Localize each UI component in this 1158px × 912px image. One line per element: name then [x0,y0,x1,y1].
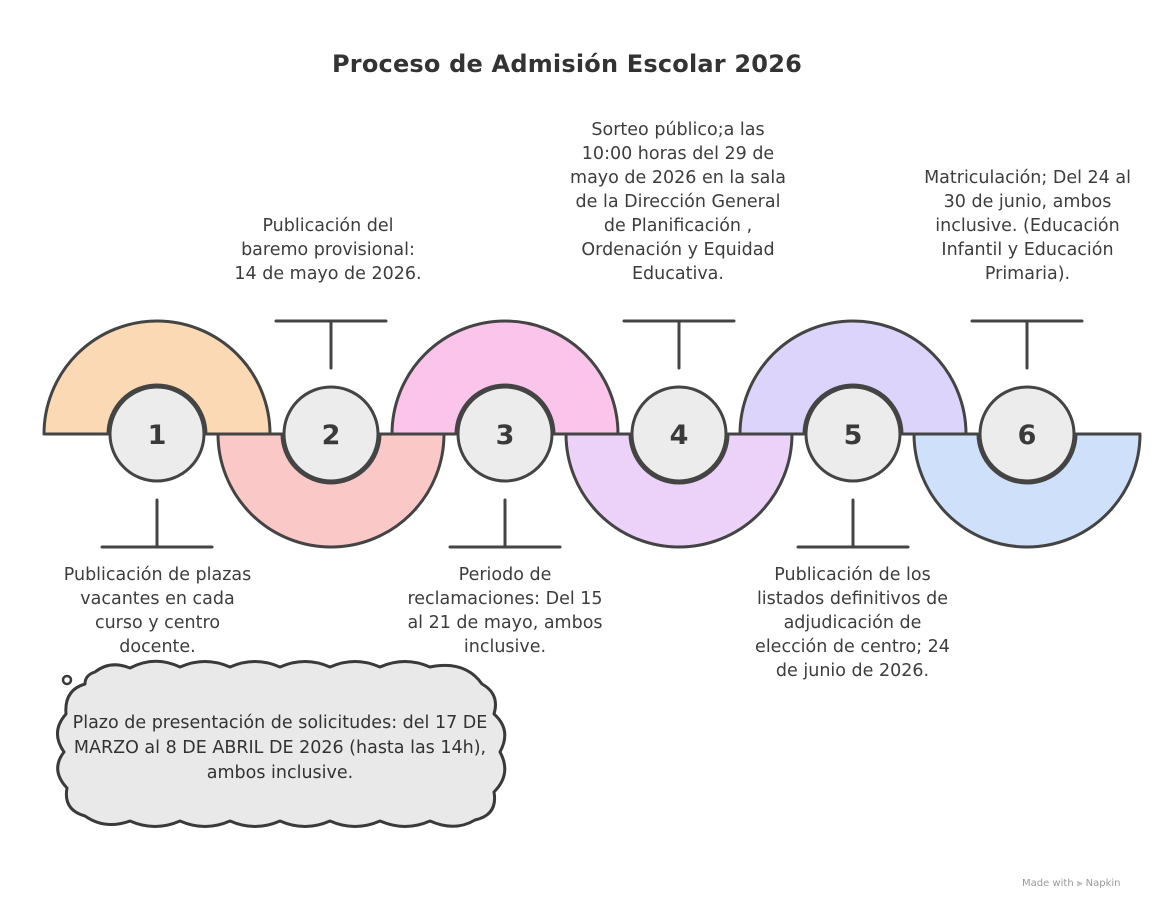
wave-segment-6 [912,432,1142,549]
connector-3 [448,498,562,549]
note-cloud [56,659,507,828]
step-number-5: 5 [844,420,863,451]
step-label-6: Matriculación; Del 24 al 30 de junio, am… [924,168,1131,284]
connector-4 [622,319,736,370]
wave-segment-2 [216,432,446,549]
step-circle-4 [630,385,728,483]
step-number-4: 4 [670,420,689,451]
note-text: Plazo de presentación de solicitudes: de… [72,713,488,783]
step-circle-3 [456,385,554,483]
note-bullet [61,674,73,686]
step-circle-2 [282,385,380,483]
step-number-2: 2 [322,420,341,451]
wave-segment-5 [738,319,968,436]
connector-1 [100,498,214,549]
step-label-5: Publicación de los listados definitivos … [755,565,950,681]
step-label-1: Publicación de plazas vacantes en cada c… [63,565,252,657]
step-number-1: 1 [148,420,167,451]
step-circle-6 [978,385,1076,483]
connector-5 [796,498,910,549]
step-label-3: Periodo de reclamaciones: Del 15 al 21 d… [407,565,603,657]
wave-segment-4 [564,432,794,549]
connector-2 [274,319,388,370]
napkin-credit: Made with ⫸ Napkin [1022,878,1121,889]
connector-6 [970,319,1084,370]
wave-segment-3 [390,319,620,436]
step-number-3: 3 [496,420,515,451]
diagram-title: Proceso de Admisión Escolar 2026 [332,50,802,78]
step-circle-1 [108,385,206,483]
step-label-2: Publicación del baremo provisional: 14 d… [234,216,422,284]
step-label-4: Sorteo público;a las 10:00 horas del 29 … [570,120,786,284]
step-circle-5 [804,385,902,483]
step-number-6: 6 [1018,420,1037,451]
wave-segment-1 [42,319,272,436]
